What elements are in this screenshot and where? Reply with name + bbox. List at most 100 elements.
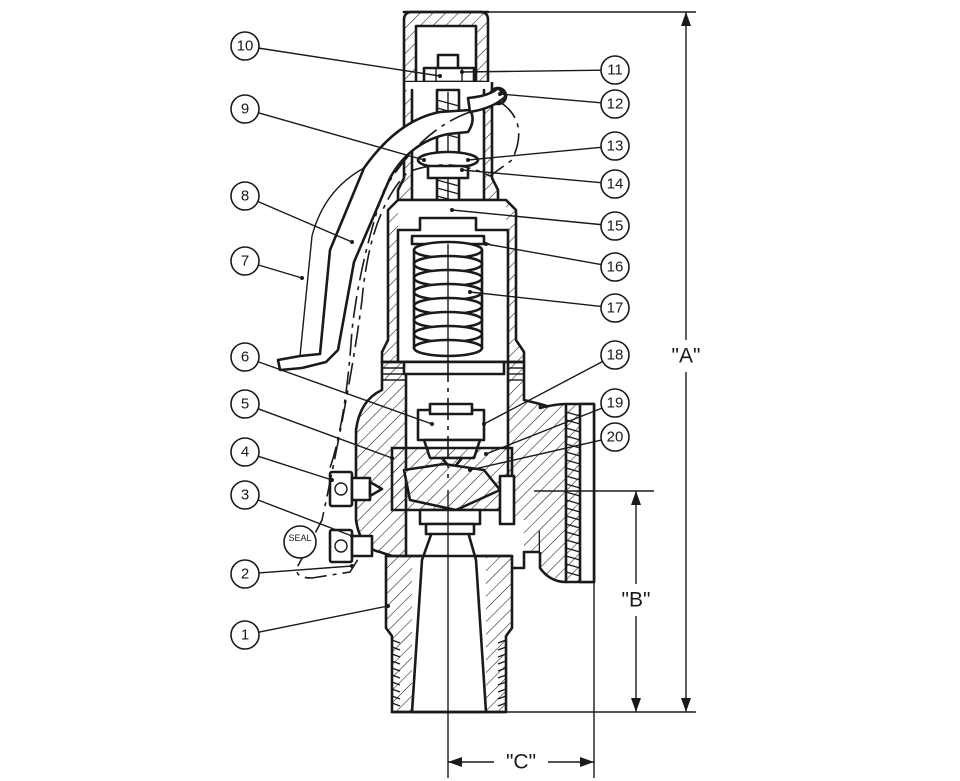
callout-bubble [230, 389, 260, 419]
callout-15: 15 [450, 208, 630, 241]
callout-number: 2 [241, 566, 249, 583]
guide-screw-lower [328, 528, 374, 564]
callout-4: 4 [230, 437, 334, 482]
callout-11: 11 [460, 55, 630, 85]
callout-bubble [230, 559, 260, 589]
callout-leader-dot [468, 468, 472, 472]
callout-bubble [230, 480, 260, 510]
callout-number: 11 [607, 62, 623, 79]
callout-5: 5 [230, 389, 394, 460]
callout-leader [469, 291, 602, 308]
callout-3: 3 [230, 480, 354, 538]
callout-leader [257, 200, 353, 243]
callout-leader-dot [422, 158, 426, 162]
callout-14: 14 [460, 168, 630, 199]
callout-number: 10 [237, 38, 254, 55]
callout-bubble [600, 55, 630, 85]
callout-number: 4 [241, 444, 249, 461]
callout-16: 16 [484, 242, 630, 282]
callout-6: 6 [230, 342, 434, 426]
callout-leader [257, 499, 353, 537]
callout-number: 3 [241, 487, 249, 504]
callout-leader [451, 209, 602, 226]
callout-bubble [230, 342, 260, 372]
callout-number: 9 [241, 101, 249, 118]
callout-leader-dot [466, 158, 470, 162]
dimension-a: "A" [488, 11, 701, 713]
callout-leader-dot [484, 452, 488, 456]
callout-bubble [600, 131, 630, 161]
callout-number: 20 [607, 429, 624, 446]
callout-leader [257, 361, 433, 425]
callout-bubble [230, 437, 260, 467]
dimension-a-label: "A" [672, 345, 701, 368]
callout-bubble [600, 169, 630, 199]
dimension-c-label: "C" [506, 751, 536, 774]
callout-leader-dot [350, 240, 354, 244]
nozzle [384, 508, 514, 714]
callout-leader [461, 169, 602, 184]
callout-bubble [600, 252, 630, 282]
dimension-b-label: "B" [622, 589, 651, 612]
callout-leader-dot [438, 74, 442, 78]
seal-wire: SEAL [283, 101, 520, 579]
spring [412, 240, 484, 404]
callout-number: 14 [607, 176, 624, 193]
callout-number: 19 [607, 395, 624, 412]
callout-leader-dot [460, 70, 464, 74]
callout-1: 1 [230, 604, 390, 650]
callout-leader [461, 69, 602, 73]
callout-number: 12 [607, 96, 624, 113]
seal-label: SEAL [288, 533, 311, 543]
callout-bubble [600, 211, 630, 241]
callout-19: 19 [484, 388, 630, 456]
callout-leader-dot [460, 168, 464, 172]
callout-7: 7 [230, 246, 304, 280]
callout-bubble [600, 388, 630, 418]
callout-leader [483, 360, 603, 425]
callout-leader-dot [484, 242, 488, 246]
callout-leader [485, 243, 602, 266]
lever [276, 86, 508, 372]
callout-bubble [600, 340, 630, 370]
callout-bubble [230, 246, 260, 276]
callout-leader [258, 605, 389, 633]
callout-leader-dot [386, 604, 390, 608]
callout-number: 5 [241, 396, 249, 413]
callout-leader-dot [390, 456, 394, 460]
callout-number: 8 [241, 188, 249, 205]
callout-leader [257, 408, 393, 459]
callout-leader-dot [482, 422, 486, 426]
callout-9: 9 [230, 94, 426, 162]
callout-12: 12 [498, 89, 630, 119]
callout-bubble [600, 422, 630, 452]
dimension-b: "B" [534, 490, 654, 712]
callout-bubble [230, 620, 260, 650]
callout-number: 15 [607, 218, 624, 235]
callout-20: 20 [468, 422, 630, 472]
callout-bubble [230, 31, 260, 61]
callout-13: 13 [466, 131, 630, 162]
callout-leader-dot [350, 564, 354, 568]
callout-leader [258, 565, 353, 574]
callout-bubble [230, 94, 260, 124]
callout-bubble [600, 89, 630, 119]
callout-number: 17 [607, 300, 624, 317]
callout-18: 18 [482, 340, 630, 426]
callout-2: 2 [230, 559, 354, 589]
callout-leader [499, 93, 602, 104]
callout-leader-dot [300, 276, 304, 280]
callout-leader [258, 47, 441, 77]
callout-leader [485, 407, 603, 455]
callout-number: 7 [241, 253, 249, 270]
callout-bubble [230, 181, 260, 211]
callout-leader [258, 455, 333, 481]
callout-leader [258, 112, 425, 161]
callout-number: 18 [607, 347, 624, 364]
callout-leader-dot [450, 208, 454, 212]
callout-leader [469, 439, 602, 471]
guide-screw-upper [328, 470, 384, 508]
callout-bubble [600, 293, 630, 323]
